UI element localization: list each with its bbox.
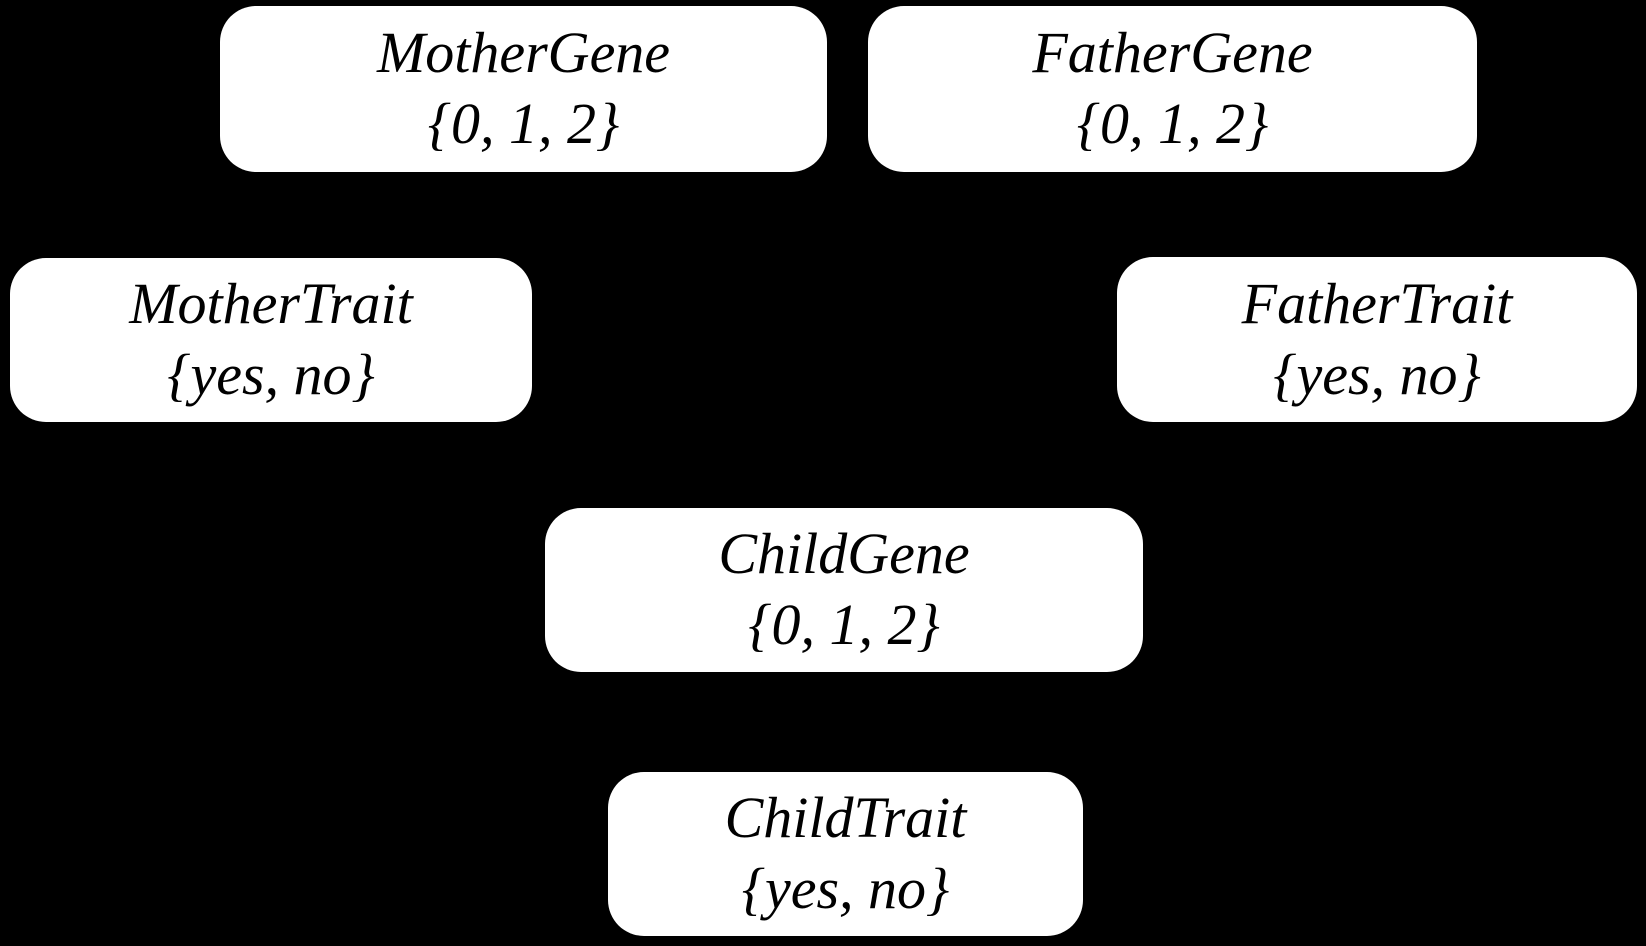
node-father-gene-title: FatherGene [1032,20,1313,86]
node-mother-trait-title: MotherTrait [129,271,413,337]
node-father-gene-domain: {0, 1, 2} [1076,91,1269,156]
node-mother-gene-domain: {0, 1, 2} [427,91,620,156]
node-mother-trait: MotherTrait {yes, no} [10,258,532,422]
node-child-gene-domain: {0, 1, 2} [748,592,940,657]
node-father-trait-title: FatherTrait [1241,270,1513,336]
node-father-trait: FatherTrait {yes, no} [1117,257,1637,422]
node-father-gene: FatherGene {0, 1, 2} [868,6,1477,172]
node-mother-gene-title: MotherGene [376,20,671,86]
node-mother-gene: MotherGene {0, 1, 2} [220,6,827,172]
node-child-trait-title: ChildTrait [724,785,967,851]
node-child-gene-title: ChildGene [718,521,970,587]
node-father-trait-domain: {yes, no} [1273,341,1481,407]
node-child-trait-domain: {yes, no} [741,856,950,921]
node-child-gene: ChildGene {0, 1, 2} [545,508,1143,672]
node-child-trait: ChildTrait {yes, no} [608,772,1083,936]
node-mother-trait-domain: {yes, no} [167,342,375,407]
